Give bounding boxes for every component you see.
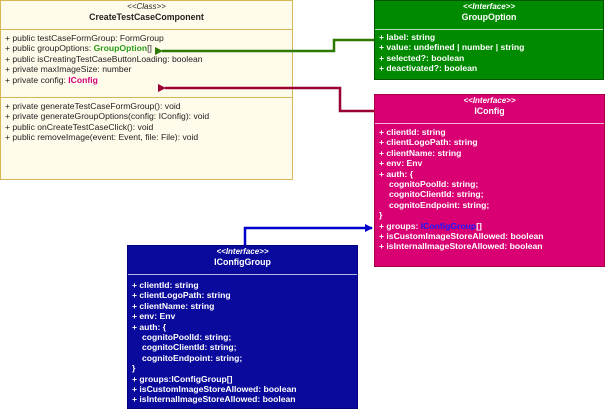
group-option-name: GroupOption xyxy=(461,12,517,22)
iconfig-group-header: <<Interface>> IConfigGroup xyxy=(128,246,357,274)
attribute-row: + public isCreatingTestCaseButtonLoading… xyxy=(5,53,203,64)
class-stereotype: <<Class>> xyxy=(127,2,166,11)
field-row: + isCustomImageStoreAllowed: boolean xyxy=(379,230,544,241)
iconfig-stereotype: <<Interface>> xyxy=(463,96,516,105)
iconfig-header: <<Interface>> IConfig xyxy=(375,95,604,123)
group-option-interface-box[interactable]: <<Interface>> GroupOption + label: strin… xyxy=(374,0,604,80)
iconfig-divider xyxy=(375,123,604,124)
field-row: + value: undefined | number | string xyxy=(379,42,525,53)
field-row: + deactivated?: boolean xyxy=(379,63,478,74)
iconfig-group-type-ref: IConfigGroup xyxy=(420,220,477,231)
iconfig-group-stereotype: <<Interface>> xyxy=(216,247,269,256)
field-row: cognitoClientId: string; xyxy=(142,342,237,353)
attribute-row: + public testCaseFormGroup: FormGroup xyxy=(5,33,164,43)
class-attributes: + public testCaseFormGroup: FormGroup + … xyxy=(5,33,290,85)
field-row: + label: string xyxy=(379,32,436,42)
field-row: } xyxy=(132,363,136,374)
iconfig-fields: + clientId: string + clientLogoPath: str… xyxy=(379,127,602,252)
iconfig-group-divider xyxy=(128,274,357,275)
field-row: + auth: { xyxy=(132,321,167,332)
attribute-row: + private maxImageSize: number xyxy=(5,64,132,75)
field-row: + isCustomImageStoreAllowed: boolean xyxy=(132,383,297,394)
class-attributes-divider xyxy=(1,97,292,98)
group-option-stereotype: <<Interface>> xyxy=(462,2,516,11)
field-row: + auth: { xyxy=(379,168,414,179)
field-row: cognitoPoolId: string; xyxy=(389,178,479,189)
group-option-type-ref: GroupOption xyxy=(93,43,148,54)
iconfig-group-name: IConfigGroup xyxy=(214,257,271,267)
field-row: cognitoClientId: string; xyxy=(389,189,484,200)
field-row: cognitoEndpoint: string; xyxy=(389,199,490,210)
group-option-header: <<Interface>> GroupOption xyxy=(375,1,603,29)
attribute-row: + public groupOptions: GroupOption[] xyxy=(5,43,152,54)
field-row: + groups: IConfigGroup[] xyxy=(379,220,482,231)
field-row: cognitoEndpoint: string; xyxy=(142,352,243,363)
field-row: + clientLogoPath: string xyxy=(379,137,478,148)
class-header: <<Class>> CreateTestCaseComponent xyxy=(1,1,292,29)
field-row: + env: Env xyxy=(132,311,176,322)
iconfig-group-fields: + clientId: string + clientLogoPath: str… xyxy=(132,280,355,405)
field-row: + clientName: string xyxy=(379,147,462,158)
iconfig-name: IConfig xyxy=(474,106,505,116)
method-row: + public removeImage(event: Event, file:… xyxy=(5,132,199,143)
group-option-fields: + label: string + value: undefined | num… xyxy=(379,32,601,74)
attribute-row: + private config: IConfig xyxy=(5,74,98,85)
field-row: + groups:IConfigGroup[] xyxy=(132,373,233,384)
field-row: cognitoPoolId: string; xyxy=(142,331,232,342)
method-row: + private generateGroupOptions(config: I… xyxy=(5,111,210,122)
field-row: + clientName: string xyxy=(132,300,215,311)
iconfig-group-interface-box[interactable]: <<Interface>> IConfigGroup + clientId: s… xyxy=(127,245,358,409)
iconfig-interface-box[interactable]: <<Interface>> IConfig + clientId: string… xyxy=(374,94,605,267)
field-row: + selected?: boolean xyxy=(379,52,465,63)
field-row: } xyxy=(379,210,383,221)
field-row: + isInternalImageStoreAllowed: boolean xyxy=(379,241,543,252)
iconfig-type-ref: IConfig xyxy=(68,74,98,85)
class-name: CreateTestCaseComponent xyxy=(89,12,204,22)
class-header-divider xyxy=(1,29,292,30)
field-row: + clientId: string xyxy=(379,127,446,137)
group-option-divider xyxy=(375,29,603,30)
method-row: + private generateTestCaseFormGroup(): v… xyxy=(5,101,181,111)
component-class-box[interactable]: <<Class>> CreateTestCaseComponent + publ… xyxy=(0,0,293,180)
field-row: + env: Env xyxy=(379,158,423,169)
field-row: + isInternalImageStoreAllowed: boolean xyxy=(132,394,296,405)
method-row: + public onCreateTestCaseClick(): void xyxy=(5,121,154,132)
field-row: + clientLogoPath: string xyxy=(132,290,231,301)
edge-iconfig-group-to-iconfig xyxy=(243,224,373,245)
class-methods: + private generateTestCaseFormGroup(): v… xyxy=(5,101,290,143)
field-row: + clientId: string xyxy=(132,280,199,290)
